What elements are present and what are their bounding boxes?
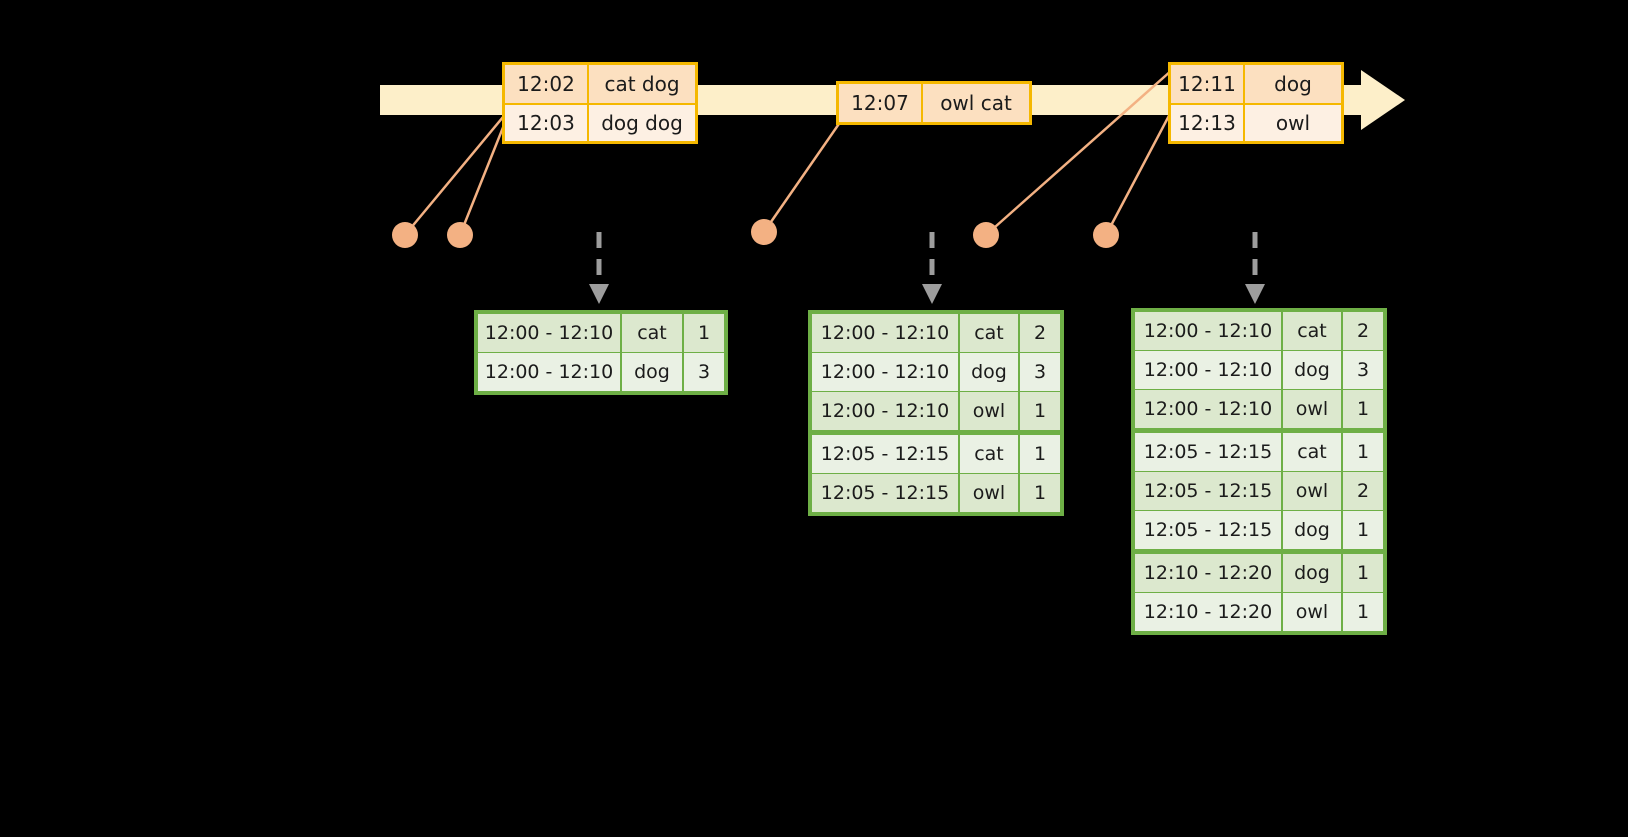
window-cell: 12:00 - 12:10 — [478, 353, 620, 391]
count-cell: 1 — [1343, 390, 1383, 428]
window-cell: 12:00 - 12:10 — [1135, 351, 1281, 389]
window-cell: 12:00 - 12:10 — [1135, 390, 1281, 428]
connector-line-1 — [404, 104, 514, 236]
key-cell: cat — [960, 314, 1018, 352]
key-cell: cat — [1283, 312, 1341, 350]
count-cell: 1 — [1020, 392, 1060, 430]
key-cell: dog — [622, 353, 682, 391]
event-value: cat dog — [589, 65, 695, 103]
count-cell: 2 — [1343, 312, 1383, 350]
window-cell: 12:05 - 12:15 — [1135, 511, 1281, 549]
count-cell: 1 — [1020, 435, 1060, 473]
connector-dot-3 — [751, 219, 777, 245]
key-cell: cat — [1283, 433, 1341, 471]
event-value: dog — [1245, 65, 1341, 103]
key-cell: dog — [1283, 351, 1341, 389]
connector-dot-5 — [1093, 222, 1119, 248]
count-cell: 1 — [1343, 593, 1383, 631]
event-timestamp: 12:13 — [1171, 105, 1245, 141]
key-cell: dog — [1283, 511, 1341, 549]
count-cell: 3 — [1020, 353, 1060, 391]
key-cell: dog — [1283, 554, 1341, 592]
key-cell: owl — [960, 474, 1018, 512]
key-cell: owl — [1283, 472, 1341, 510]
count-cell: 1 — [1343, 511, 1383, 549]
key-cell: cat — [960, 435, 1018, 473]
key-cell: owl — [1283, 390, 1341, 428]
count-cell: 3 — [684, 353, 724, 391]
window-cell: 12:00 - 12:10 — [812, 392, 958, 430]
event-timestamp: 12:03 — [505, 105, 589, 141]
connector-line-2 — [458, 119, 508, 236]
window-cell: 12:00 - 12:10 — [478, 314, 620, 352]
count-cell: 3 — [1343, 351, 1383, 389]
connector-dot-1 — [392, 222, 418, 248]
window-cell: 12:00 - 12:10 — [1135, 312, 1281, 350]
event-timestamp: 12:02 — [505, 65, 589, 103]
count-cell: 2 — [1343, 472, 1383, 510]
event-value: dog dog — [589, 105, 695, 141]
event-value: owl cat — [923, 84, 1029, 122]
window-cell: 12:05 - 12:15 — [1135, 472, 1281, 510]
window-cell: 12:00 - 12:10 — [812, 353, 958, 391]
timeline-arrowhead-icon — [1361, 70, 1405, 130]
connector-dot-2 — [447, 222, 473, 248]
window-cell: 12:05 - 12:15 — [812, 435, 958, 473]
event-timestamp: 12:07 — [839, 84, 923, 122]
window-cell: 12:05 - 12:15 — [1135, 433, 1281, 471]
count-cell: 1 — [1343, 554, 1383, 592]
window-cell: 12:00 - 12:10 — [812, 314, 958, 352]
dashed-arrow-to-table-3 — [1242, 232, 1268, 310]
window-cell: 12:05 - 12:15 — [812, 474, 958, 512]
dashed-arrow-to-table-2 — [919, 232, 945, 310]
key-cell: owl — [960, 392, 1018, 430]
count-cell: 2 — [1020, 314, 1060, 352]
connector-dot-4 — [973, 222, 999, 248]
key-cell: cat — [622, 314, 682, 352]
count-cell: 1 — [1020, 474, 1060, 512]
event-timestamp: 12:11 — [1171, 65, 1245, 103]
dashed-arrow-to-table-1 — [586, 232, 612, 310]
window-cell: 12:10 - 12:20 — [1135, 554, 1281, 592]
count-cell: 1 — [684, 314, 724, 352]
connector-line-3 — [762, 117, 845, 233]
key-cell: dog — [960, 353, 1018, 391]
event-value: owl — [1245, 105, 1341, 141]
key-cell: owl — [1283, 593, 1341, 631]
count-cell: 1 — [1343, 433, 1383, 471]
window-cell: 12:10 - 12:20 — [1135, 593, 1281, 631]
connector-line-5 — [1104, 109, 1174, 236]
